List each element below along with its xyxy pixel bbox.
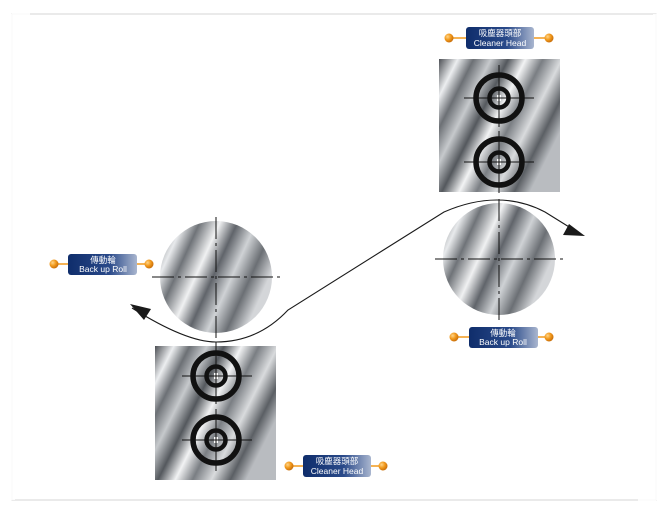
badge-backup-roll-right: 傳動輪 Back up Roll — [449, 327, 554, 348]
arrowhead-icon — [563, 224, 585, 236]
cleaner-roller — [182, 342, 252, 404]
cleaner-roller — [182, 409, 252, 471]
orange-pin-icon — [144, 259, 154, 269]
cleaner-roller — [464, 131, 534, 193]
orange-pin-icon — [449, 332, 459, 342]
orange-pin-icon — [544, 33, 554, 43]
orange-pin-icon — [444, 33, 454, 43]
badge-zh-text: 傳動輪 — [90, 255, 116, 265]
badge-en-text: Back up Roll — [479, 337, 527, 347]
web-path-line — [131, 199, 583, 343]
badge-en-text: Cleaner Head — [311, 466, 364, 476]
badge-zh-text: 傳動輪 — [490, 328, 516, 338]
badge-cleaner-head-top: 吸塵器頭部 Cleaner Head — [444, 27, 554, 49]
badge-en-text: Back up Roll — [79, 264, 127, 274]
orange-pin-icon — [544, 332, 554, 342]
left-cleaner-head — [155, 342, 276, 480]
badge-zh-text: 吸塵器頭部 — [479, 28, 522, 38]
badge-en-text: Cleaner Head — [474, 38, 527, 48]
right-cleaner-head — [439, 59, 560, 193]
right-backup-roll — [435, 199, 563, 322]
orange-pin-icon — [284, 461, 294, 471]
badge-cleaner-head-bottom: 吸塵器頭部 Cleaner Head — [284, 455, 388, 477]
left-backup-roll — [152, 217, 280, 340]
badge-zh-text: 吸塵器頭部 — [316, 456, 359, 466]
arrowhead-icon — [130, 304, 151, 320]
orange-pin-icon — [378, 461, 388, 471]
orange-pin-icon — [49, 259, 59, 269]
frame-corner-mask — [9, 11, 659, 503]
cleaner-roller — [464, 65, 534, 127]
badge-backup-roll-left: 傳動輪 Back up Roll — [49, 254, 154, 275]
